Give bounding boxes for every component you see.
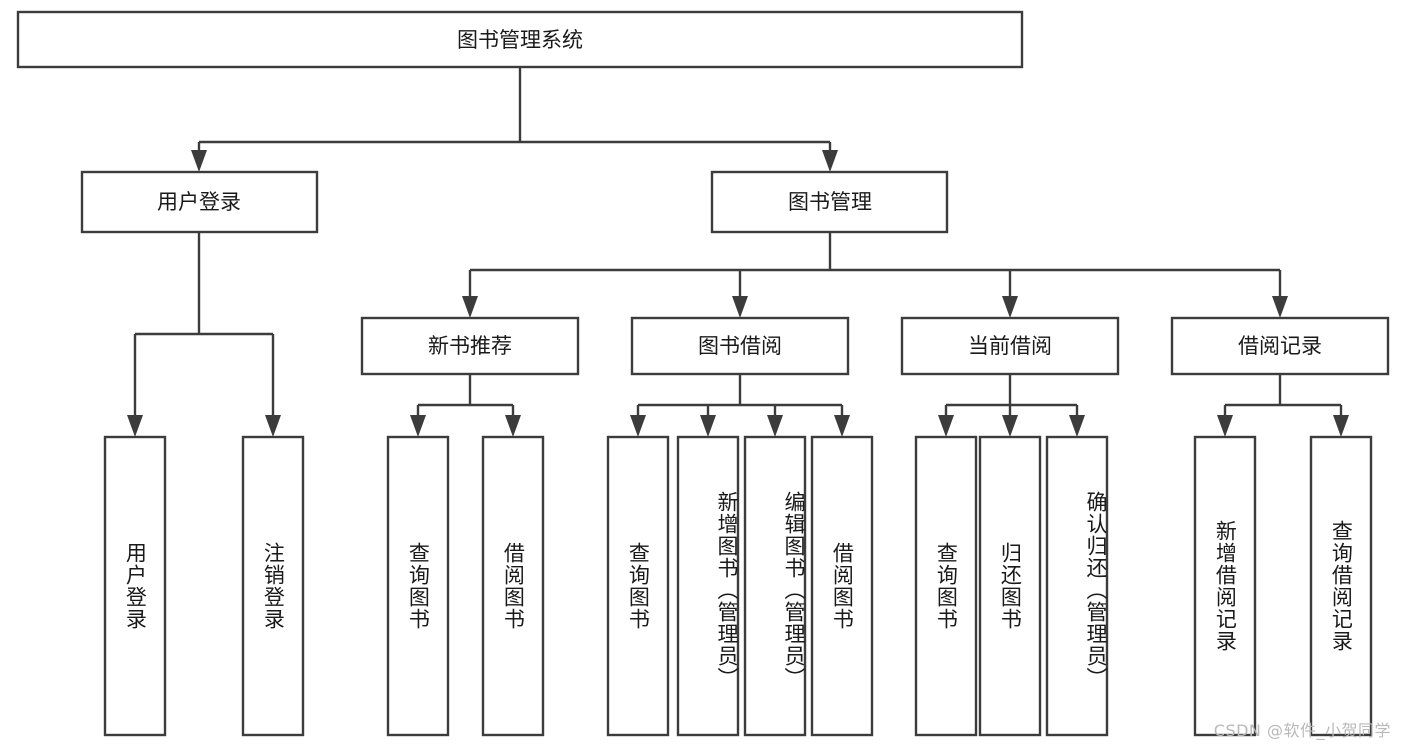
- arrowhead-borrow-record: [1272, 296, 1288, 318]
- arrowhead-leaf-user-login: [127, 415, 143, 437]
- node-new-book-recommend-label: 新书推荐: [428, 334, 512, 358]
- arrowhead-current-borrow: [1002, 296, 1018, 318]
- node-book-borrow[interactable]: 图书借阅: [630, 316, 850, 376]
- node-user-login[interactable]: 用户登录: [80, 170, 319, 234]
- leaf-box-query-book-1[interactable]: [386, 435, 450, 737]
- arrowhead-leaf-edit-book: [767, 415, 783, 437]
- leaf-box-logout-login[interactable]: [241, 435, 305, 737]
- arrowhead-leaf-borrow-book-1: [505, 415, 521, 437]
- node-current-borrow[interactable]: 当前借阅: [900, 316, 1120, 376]
- leaf-box-confirm-return[interactable]: [1045, 435, 1109, 737]
- arrowhead-leaf-confirm-return: [1069, 415, 1085, 437]
- node-book-borrow-label: 图书借阅: [698, 334, 782, 358]
- node-root-box: [16, 10, 1024, 69]
- node-borrow-record-label: 借阅记录: [1238, 334, 1322, 358]
- node-borrow-record[interactable]: 借阅记录: [1170, 316, 1390, 376]
- leaf-box-return-book[interactable]: [978, 435, 1042, 737]
- node-root-label: 图书管理系统: [457, 28, 583, 52]
- node-borrow-record-box: [1170, 316, 1390, 376]
- arrowhead-leaf-logout-login: [265, 415, 281, 437]
- node-new-book-recommend[interactable]: 新书推荐: [360, 316, 580, 376]
- node-user-login-label: 用户登录: [157, 190, 241, 214]
- arrowhead-book-borrow: [732, 296, 748, 318]
- node-root[interactable]: 图书管理系统: [16, 10, 1024, 69]
- node-book-management-label: 图书管理: [788, 190, 872, 214]
- node-current-borrow-label: 当前借阅: [968, 334, 1052, 358]
- arrowhead-leaf-query-book-2: [630, 415, 646, 437]
- arrowhead-new-book-recommend: [462, 296, 478, 318]
- leaf-box-user-login[interactable]: [103, 435, 167, 737]
- arrowhead-leaf-add-borrow-record: [1217, 415, 1233, 437]
- leaf-box-add-borrow-record[interactable]: [1193, 435, 1257, 737]
- arrowhead-book-management: [822, 150, 838, 172]
- node-new-book-recommend-box: [360, 316, 580, 376]
- watermark-text: CSDN @软件_小贺同学: [1213, 721, 1391, 740]
- leaf-box-query-book-3[interactable]: [914, 435, 978, 737]
- arrowhead-leaf-query-book-3: [938, 415, 954, 437]
- leaf-box-edit-book[interactable]: [743, 435, 807, 737]
- node-book-management-box: [710, 170, 949, 234]
- arrowhead-leaf-add-book: [700, 415, 716, 437]
- arrowhead-leaf-return-book: [1002, 415, 1018, 437]
- leaf-box-borrow-book-2[interactable]: [810, 435, 874, 737]
- arrowhead-leaf-query-book-1: [410, 415, 426, 437]
- leaf-box-add-book[interactable]: [676, 435, 740, 737]
- arrowhead-leaf-query-borrow-record: [1333, 415, 1349, 437]
- leaf-box-query-book-2[interactable]: [606, 435, 670, 737]
- node-current-borrow-box: [900, 316, 1120, 376]
- node-book-management[interactable]: 图书管理: [710, 170, 949, 234]
- leaf-box-query-borrow-record[interactable]: [1309, 435, 1373, 737]
- arrowhead-leaf-borrow-book-2: [834, 415, 850, 437]
- node-book-borrow-box: [630, 316, 850, 376]
- arrowhead-user-login: [191, 150, 207, 172]
- leaf-box-borrow-book-1[interactable]: [481, 435, 545, 737]
